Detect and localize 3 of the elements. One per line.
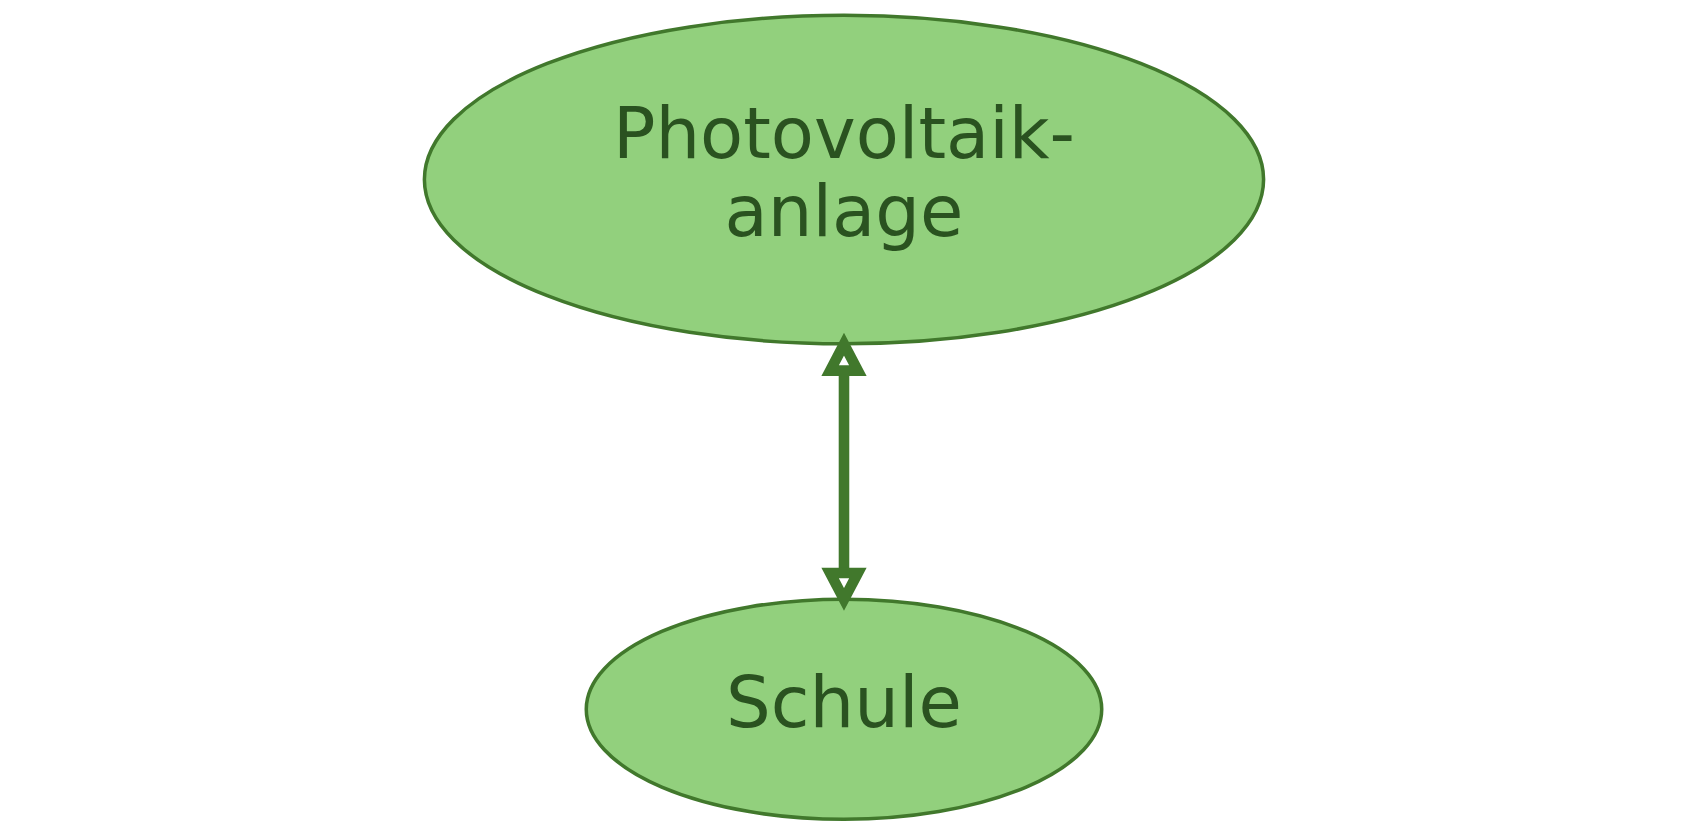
arrow bbox=[821, 332, 867, 611]
node-ellipse: Schule bbox=[584, 597, 1104, 822]
node-ellipse: Photovoltaik- anlage bbox=[422, 13, 1266, 346]
